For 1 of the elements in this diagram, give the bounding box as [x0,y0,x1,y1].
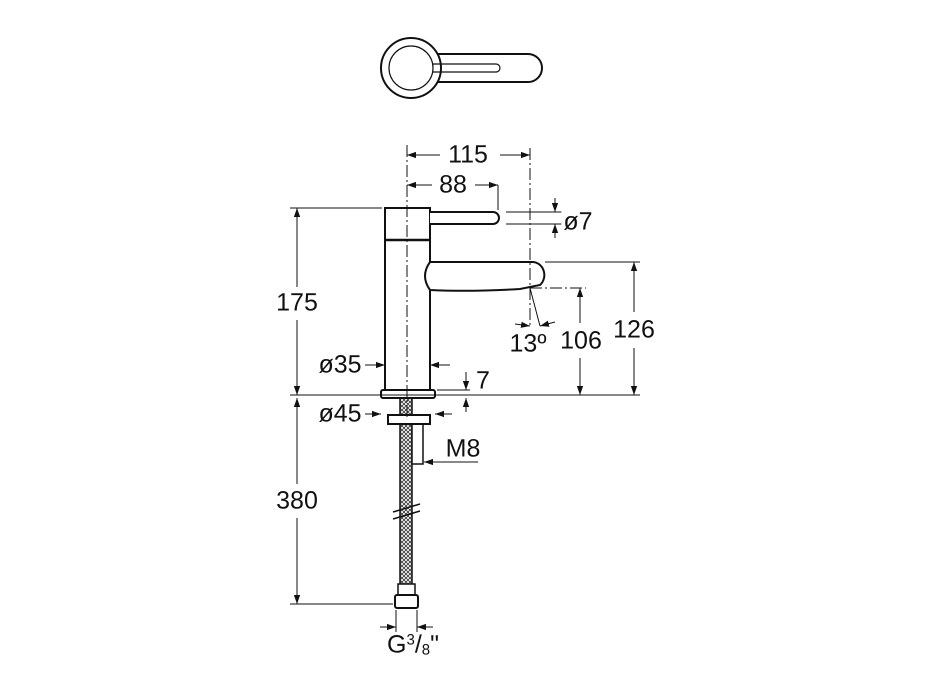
dimension-label: G$^{3}$/$_{8}$" [385,632,441,658]
